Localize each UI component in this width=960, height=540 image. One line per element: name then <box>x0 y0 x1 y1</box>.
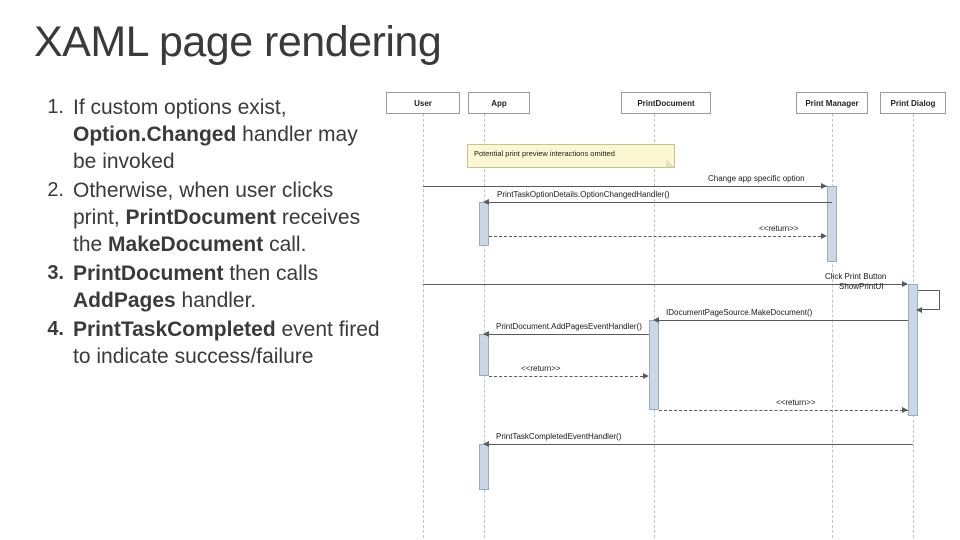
message-arrow-click-print <box>902 280 908 287</box>
message-line-addpages <box>489 334 649 335</box>
message-line-optionchanged <box>489 202 832 203</box>
bullet-list: 1. If custom options exist, Option.Chang… <box>30 94 380 372</box>
message-line-return-3 <box>659 410 908 411</box>
lifeline-head-printdocument: PrintDocument <box>621 92 711 114</box>
message-line-return-1 <box>489 236 821 237</box>
list-item: 3. PrintDocument then calls AddPages han… <box>30 260 380 314</box>
message-label-showprintui: ShowPrintUI <box>839 282 884 291</box>
activation-app-1 <box>479 202 489 246</box>
activation-app-2 <box>479 334 489 376</box>
message-arrow-return-1 <box>821 232 827 239</box>
message-label-return-3: <<return>> <box>776 398 816 407</box>
lifeline-head-app: App <box>468 92 530 114</box>
message-label-makedocument: IDocumentPageSource.MakeDocument() <box>666 308 813 317</box>
lifeline-app <box>484 114 485 538</box>
message-arrow-addpages <box>483 330 489 337</box>
list-number: 1. <box>47 96 64 118</box>
list-text: Otherwise, when user clicks print, Print… <box>73 179 361 256</box>
message-line-return-2 <box>489 376 643 377</box>
lifeline-printmanager <box>832 114 833 538</box>
message-arrow-return-3 <box>902 406 908 413</box>
activation-printdocument-1 <box>649 320 659 410</box>
message-label-return-1: <<return>> <box>759 224 799 233</box>
activation-printdialog-1 <box>908 284 918 416</box>
message-self-showprintui <box>918 290 940 310</box>
message-label-addpages: PrintDocument.AddPagesEventHandler() <box>496 322 642 331</box>
lifeline-user <box>423 114 424 538</box>
message-arrow-optionchanged <box>483 198 489 205</box>
message-arrow-printtaskcompleted <box>483 440 489 447</box>
diagram-note: Potential print preview interactions omi… <box>467 144 675 168</box>
message-label-printtaskcompleted: PrintTaskCompletedEventHandler() <box>496 432 622 441</box>
message-label-change-option: Change app specific option <box>708 174 805 183</box>
list-item: 2. Otherwise, when user clicks print, Pr… <box>30 177 380 258</box>
message-label-return-2: <<return>> <box>521 364 561 373</box>
message-label-click-print: Click Print Button <box>825 272 887 281</box>
list-text: PrintDocument then calls AddPages handle… <box>73 262 319 312</box>
message-line-click-print <box>423 284 907 285</box>
lifeline-head-printmanager: Print Manager <box>796 92 868 114</box>
list-item: 1. If custom options exist, Option.Chang… <box>30 94 380 175</box>
list-number: 3. <box>47 262 64 284</box>
list-text: PrintTaskCompleted event fired to indica… <box>73 318 380 368</box>
list-item: 4. PrintTaskCompleted event fired to ind… <box>30 316 380 370</box>
message-line-change-option <box>423 186 827 187</box>
message-arrow-change-option <box>821 182 827 189</box>
activation-printmanager-1 <box>827 186 837 262</box>
lifeline-head-printdialog: Print Dialog <box>880 92 946 114</box>
sequence-diagram: User App PrintDocument Print Manager Pri… <box>378 92 948 538</box>
lifeline-head-user: User <box>386 92 460 114</box>
message-line-makedocument <box>659 320 908 321</box>
message-label-optionchanged: PrintTaskOptionDetails.OptionChangedHand… <box>497 190 670 199</box>
list-number: 4. <box>47 318 64 340</box>
message-arrow-return-2 <box>643 372 649 379</box>
message-line-printtaskcompleted <box>489 444 913 445</box>
list-text: If custom options exist, Option.Changed … <box>73 96 358 173</box>
list-number: 2. <box>47 179 64 201</box>
page-title: XAML page rendering <box>34 18 442 66</box>
message-arrow-showprintui <box>916 306 922 313</box>
activation-app-3 <box>479 444 489 490</box>
message-arrow-makedocument <box>653 316 659 323</box>
